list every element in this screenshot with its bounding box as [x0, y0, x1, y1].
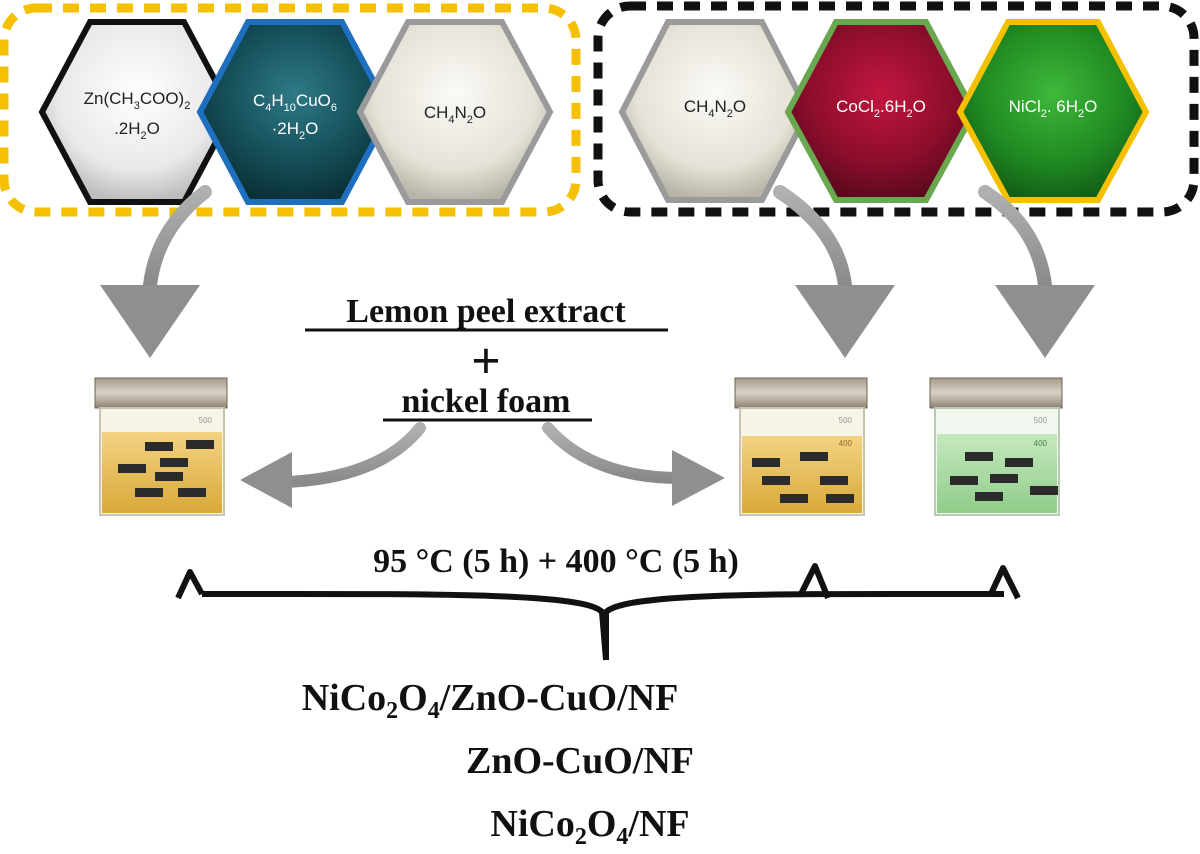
plus-sign: + — [471, 333, 501, 390]
product-nico2o4-zno-cuo-nf: NiCo2O4/ZnO-CuO/NF — [302, 677, 679, 724]
process-label: Lemon peel extract + nickel foam — [305, 293, 668, 422]
svg-text:CH4N2O: CH4N2O — [684, 97, 746, 120]
arrow-foam-to-right-beaker — [542, 422, 725, 506]
arrow-left-group-to-beaker — [100, 185, 212, 358]
left-reagent-group-frame — [0, 3, 581, 217]
combining-brace — [175, 563, 1021, 661]
svg-text:500: 500 — [199, 416, 213, 425]
svg-text:400: 400 — [1034, 439, 1048, 448]
svg-text:400: 400 — [839, 439, 853, 448]
beaker-right-green: 500 400 — [929, 377, 1063, 516]
svg-text:NiCl2. 6H2O: NiCl2. 6H2O — [1009, 97, 1098, 120]
svg-text:C4H10CuO6: C4H10CuO6 — [253, 91, 337, 114]
reaction-conditions-label: 95 °C (5 h) + 400 °C (5 h) — [373, 543, 739, 580]
reagent-urea-right: CH4N2O — [618, 19, 812, 203]
lemon-peel-extract-label: Lemon peel extract — [346, 293, 626, 330]
reagent-urea-left: CH4N2O — [356, 19, 554, 205]
beaker-middle-yellow: 500 400 — [734, 377, 868, 516]
svg-text:500: 500 — [839, 416, 853, 425]
svg-text:CoCl2.6H2O: CoCl2.6H2O — [836, 97, 926, 120]
right-reagent-group-frame — [593, 1, 1199, 217]
arrow-right-group-to-cobalt-beaker — [773, 185, 895, 358]
arrow-right-group-to-nickel-beaker — [978, 185, 1095, 358]
svg-text:.2H2O: .2H2O — [114, 119, 160, 142]
reagent-cobalt-chloride: CoCl2.6H2O — [784, 19, 978, 203]
product-nico2o4-nf: NiCo2O4/NF — [490, 803, 689, 850]
product-zno-cuo-nf: ZnO-CuO/NF — [466, 740, 694, 782]
svg-text:500: 500 — [1034, 416, 1048, 425]
reagent-zinc-acetate: Zn(CH3COO)2 .2H2O — [38, 19, 236, 205]
svg-text:·2H2O: ·2H2O — [272, 119, 319, 142]
svg-text:Zn(CH3COO)2: Zn(CH3COO)2 — [84, 89, 191, 112]
beaker-left-yellow: 500 400 — [94, 377, 228, 516]
svg-text:CH4N2O: CH4N2O — [424, 103, 486, 126]
nickel-foam-label: nickel foam — [401, 383, 570, 420]
reagent-copper-acetate: C4H10CuO6 ·2H2O — [196, 19, 394, 205]
reagent-nickel-chloride: NiCl2. 6H2O — [956, 19, 1150, 203]
arrow-foam-to-left-beaker — [240, 422, 426, 508]
